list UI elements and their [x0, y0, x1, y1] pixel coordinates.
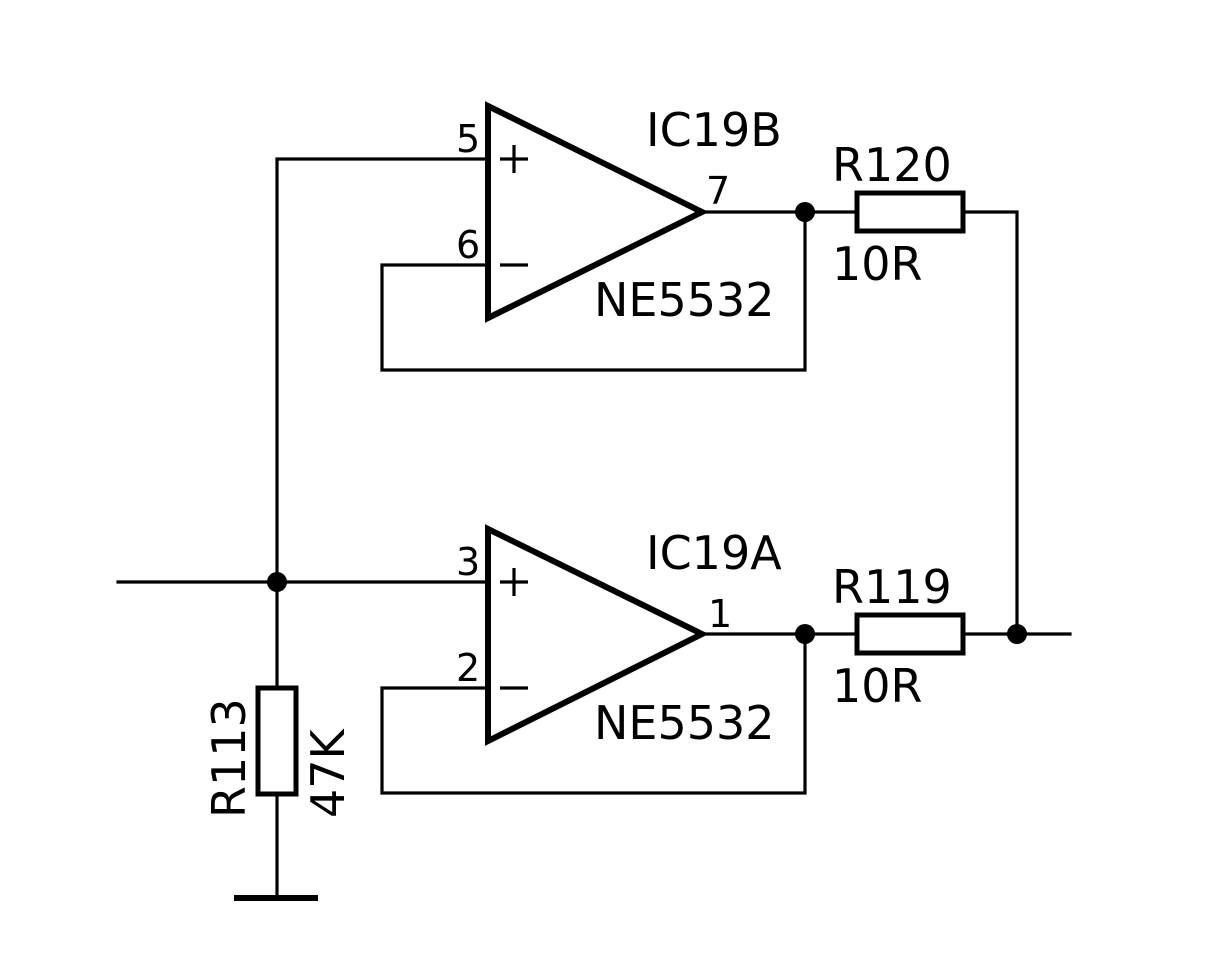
resistor-r119-body: [854, 612, 966, 656]
opamp-ic19b-pin-plus: 5: [456, 117, 480, 161]
junction-dot-ic19a-out: [795, 624, 815, 644]
resistor-r119-value-label: 10R: [832, 659, 923, 713]
junctions: [267, 202, 1027, 644]
junction-dot-output: [1007, 624, 1027, 644]
resistor-r119-ref-label: R119: [832, 560, 952, 614]
resistor-r120-ref-label: R120: [832, 138, 952, 192]
opamp-ic19a: IC19A NE5532 3 2 1: [456, 524, 782, 750]
resistor-r113-ref-label: R113: [202, 698, 256, 818]
opamp-ic19a-ref-label: IC19A: [646, 526, 782, 580]
resistor-r120-value-label: 10R: [832, 237, 923, 291]
junction-dot-input: [267, 572, 287, 592]
opamp-ic19b-body: [485, 101, 709, 323]
wires: [116, 157, 1072, 900]
resistor-r113: R113 47K: [202, 685, 355, 818]
ic19a-feedback-wire: [380, 632, 807, 795]
resistor-r120: R120 10R: [832, 138, 966, 291]
opamp-ic19b-plus-sign: [500, 145, 528, 173]
opamp-ic19a-pin-out: 1: [708, 592, 732, 636]
opamp-ic19b-pin-minus: 6: [456, 223, 480, 267]
opamp-ic19a-part-label: NE5532: [594, 696, 775, 750]
resistor-r113-value-label: 47K: [301, 727, 355, 818]
ic19b-feedback-wire: [380, 210, 807, 372]
opamp-ic19b-ref-label: IC19B: [646, 103, 782, 157]
opamp-ic19a-body: [485, 524, 709, 746]
opamp-ic19b-pin-out: 7: [706, 169, 730, 213]
opamp-ic19b: IC19B NE5532 5 6 7: [456, 101, 782, 327]
opamp-ic19a-pin-minus: 2: [456, 646, 480, 690]
resistor-r119: R119 10R: [832, 560, 966, 713]
opamp-ic19b-part-label: NE5532: [594, 273, 775, 327]
opamp-ic19a-plus-sign: [500, 568, 528, 596]
opamp-ic19a-pin-plus: 3: [456, 540, 480, 584]
ic19b-plus-wire: [275, 157, 490, 584]
ic19b-output-wire: [700, 210, 1019, 636]
junction-dot-ic19b-out: [795, 202, 815, 222]
resistor-r113-body: [255, 685, 299, 797]
resistor-r120-body: [854, 190, 966, 234]
